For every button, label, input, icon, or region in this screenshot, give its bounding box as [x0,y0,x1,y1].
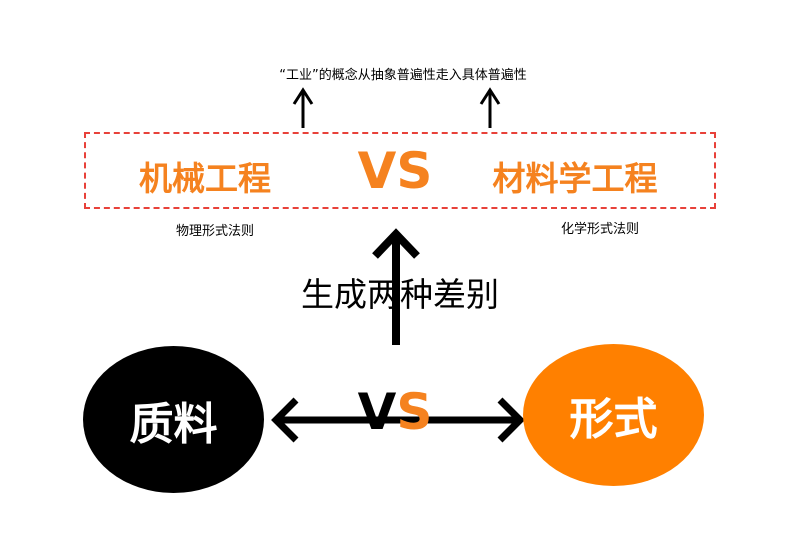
generate-differences-label: 生成两种差别 [301,275,499,314]
engineering-vs-label: VS [357,142,433,200]
bottom-vs-s: S [396,383,433,441]
bottom-vs-v: V [357,383,397,441]
materials-engineering-label: 材料学工程 [492,159,658,198]
form-circle: 形式 [523,344,704,486]
matter-label: 质料 [129,398,218,450]
top-caption: “工业”的概念从抽象普遍性走入具体普遍性 [279,68,527,83]
form-label: 形式 [569,394,658,445]
generate-up-arrow [372,228,420,345]
up-arrow-right [479,87,501,128]
matter-circle: 质料 [83,346,264,493]
double-headed-arrow [271,397,525,443]
mechanical-engineering-label: 机械工程 [139,159,271,198]
bottom-vs-label: VS [355,387,435,437]
chemical-form-law-label: 化学形式法则 [560,222,639,237]
physical-form-law-label: 物理形式法则 [175,224,254,239]
up-arrow-left [292,87,314,128]
engineering-dashed-box [84,132,716,209]
